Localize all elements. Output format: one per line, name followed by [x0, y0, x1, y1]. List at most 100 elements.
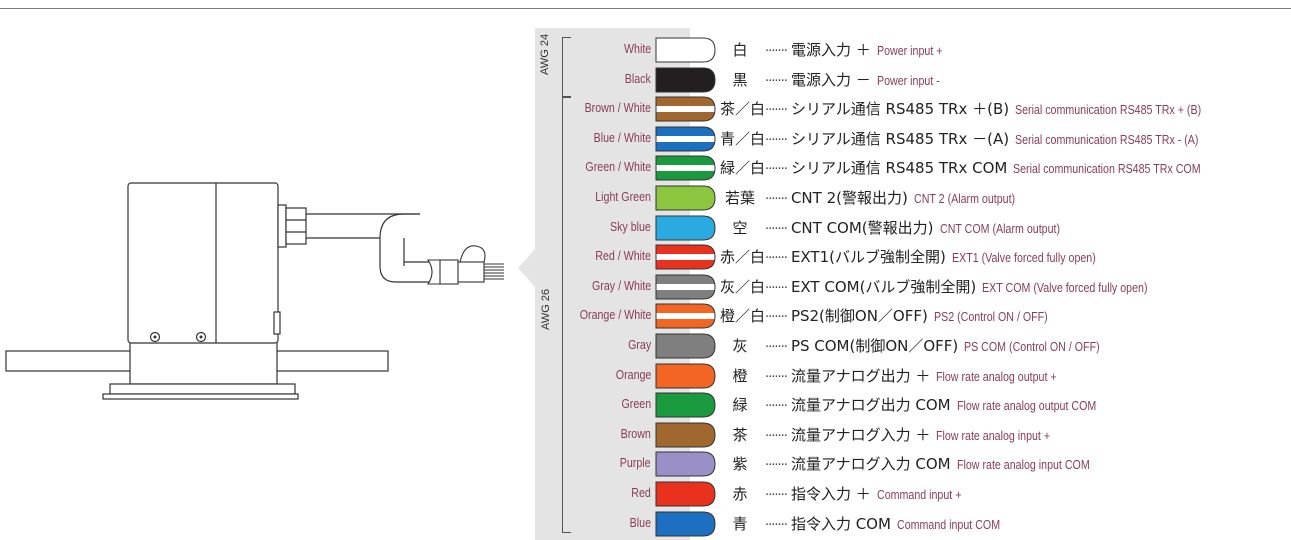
wire-color-name-en: White: [623, 41, 651, 56]
leader-dots: ·······: [765, 310, 788, 326]
wire-swatch: [655, 185, 716, 211]
wire-function-jp: シリアル通信 RS485 TRx －(A): [790, 129, 1010, 148]
wire-function-en: Flow rate analog output COM: [956, 398, 1096, 414]
wire-function: ·······CNT 2(警報出力) CNT 2 (Alarm output): [765, 187, 1037, 208]
device-body: [127, 182, 279, 344]
wire-color-name-en: Orange: [615, 366, 651, 382]
wire-swatch: [655, 511, 716, 537]
wire-row: Sky blue 空 ·······CNT COM(警報出力)CNT COM (Al…: [0, 212, 1291, 242]
wire-function: ·······電源入力 ＋ Power input +: [765, 39, 957, 60]
wire-function-jp: EXT COM(バルブ強制全開): [790, 277, 977, 296]
leader-dots: ·······: [765, 73, 788, 89]
wire-swatch: [655, 422, 716, 448]
wire-function-en: Command input +: [876, 487, 962, 502]
wire-function: ·······PS2(制御ON／OFF) PS2 (Control ON / OF…: [765, 305, 1073, 326]
wire-function-jp: 流量アナログ出力 ＋: [790, 366, 931, 385]
wire-function: ·······流量アナログ出力 ＋ Flow rate analog output…: [765, 365, 1084, 386]
wire-swatch: [655, 67, 716, 93]
wire-function-en: Power input +: [876, 43, 943, 58]
leader-dots: ·······: [765, 251, 788, 267]
wire-function: ·······CNT COM(警報出力)CNT COM (Alarm outpu…: [765, 217, 1086, 238]
wire-color-name-jp: 緑: [732, 396, 748, 415]
wire-color-name-jp: 橙: [732, 366, 748, 385]
wire-swatch: [655, 155, 716, 181]
wire-color-name-en: Green / White: [585, 159, 651, 175]
wire-function-en: Flow rate analog input +: [936, 427, 1051, 443]
wire-function-en: CNT 2 (Alarm output): [913, 191, 1015, 206]
wire-function: ·······PS COM(制御ON／OFF)PS COM (Control O…: [765, 335, 1130, 356]
top-rule: [0, 8, 1291, 9]
leader-dots: ·······: [765, 103, 788, 119]
leader-dots: ·······: [765, 221, 788, 237]
wire-color-name-en: Orange / White: [579, 307, 651, 323]
wire-color-name-jp: 黒: [732, 70, 748, 89]
wire-function: ·······EXT1(バルブ強制全開)EXT1 (Valve forced f…: [765, 246, 1127, 267]
wire-function-en: Flow rate analog output +: [936, 368, 1058, 384]
wire-color-name-en: Blue / White: [593, 129, 651, 145]
wire-color-name-jp: 緑／白: [720, 159, 766, 178]
wire-function-jp: 指令入力 ＋: [790, 485, 871, 503]
wire-function-jp: 流量アナログ入力 ＋: [790, 425, 931, 444]
callout-arrow: [518, 248, 536, 288]
leader-dots: ·······: [765, 162, 788, 178]
wire-function-jp: 流量アナログ入力 COM: [790, 455, 951, 474]
wire-row: Orange 橙 ·······流量アナログ出力 ＋ Flow rate analog…: [0, 360, 1291, 390]
leader-dots: ·······: [765, 517, 788, 533]
wire-function: ·······シリアル通信 RS485 TRx －(A)Serial commu…: [765, 128, 1239, 149]
wire-swatch: [655, 244, 716, 270]
wire-color-name-jp: 紫: [732, 455, 748, 474]
wire-function-en: Power input -: [876, 72, 940, 88]
wire-color-name-en: Black: [624, 70, 651, 86]
wire-function-jp: 電源入力 ＋: [790, 41, 871, 59]
wire-swatch: [655, 451, 716, 477]
wire-function-en: Serial communication RS485 TRx COM: [1013, 161, 1201, 177]
wire-swatch: [655, 274, 716, 300]
wire-color-name-jp: 空: [732, 218, 748, 237]
wire-function-jp: PS2(制御ON／OFF): [790, 307, 928, 326]
wire-function-en: Flow rate analog input COM: [956, 457, 1090, 473]
leader-dots: ·······: [765, 44, 788, 59]
wire-color-name-en: Sky blue: [610, 218, 651, 234]
wire-function: ·······指令入力 ＋Command input +: [765, 483, 980, 504]
wire-swatch: [655, 37, 716, 63]
wire-function: ·······シリアル通信 RS485 TRx COM Serial commun…: [765, 157, 1242, 178]
wire-color-name-en: Blue: [629, 514, 651, 530]
awg-26-bracket: [562, 97, 571, 533]
wire-color-name-jp: 茶: [732, 425, 748, 444]
wire-function-en: EXT COM (Valve forced fully open): [982, 279, 1148, 295]
leader-dots: ·······: [765, 369, 788, 385]
wire-function: ·······シリアル通信 RS485 TRx ＋(B) Serial commu…: [765, 98, 1242, 119]
wire-function-jp: 指令入力 COM: [790, 514, 891, 533]
wire-color-name-jp: 青／白: [720, 129, 766, 148]
wire-function-en: Serial communication RS485 TRx + (B): [1015, 102, 1202, 118]
leader-dots: ·······: [765, 192, 788, 207]
wire-color-name-en: Purple: [620, 455, 651, 471]
leader-dots: ·······: [765, 399, 788, 415]
wire-function-jp: CNT 2(警報出力): [790, 189, 908, 207]
wire-swatch: [655, 303, 716, 329]
wire-color-name-en: Gray / White: [591, 277, 651, 293]
wire-color-name-en: Brown: [620, 425, 651, 441]
wire-color-name-jp: 白: [732, 41, 748, 59]
wire-color-name-jp: 赤: [732, 485, 748, 503]
wire-color-name-jp: 赤／白: [720, 248, 766, 267]
wire-row: Blue / White 青／白·······シリアル通信 RS485 TRx －…: [0, 123, 1291, 153]
wire-function-jp: シリアル通信 RS485 TRx ＋(B): [790, 100, 1010, 119]
wire-swatch: [655, 126, 716, 152]
leader-dots: ·······: [765, 132, 788, 148]
wire-swatch: [655, 481, 716, 507]
wire-color-name-jp: 若葉: [724, 189, 755, 207]
wire-swatch: [655, 363, 716, 389]
wire-function-jp: シリアル通信 RS485 TRx COM: [790, 159, 1008, 178]
wire-function-en: EXT1 (Valve forced fully open): [951, 250, 1096, 266]
wire-color-name-en: Green: [621, 396, 651, 412]
wire-function-en: PS2 (Control ON / OFF): [933, 309, 1048, 325]
wire-color-name-jp: 灰: [732, 337, 748, 355]
